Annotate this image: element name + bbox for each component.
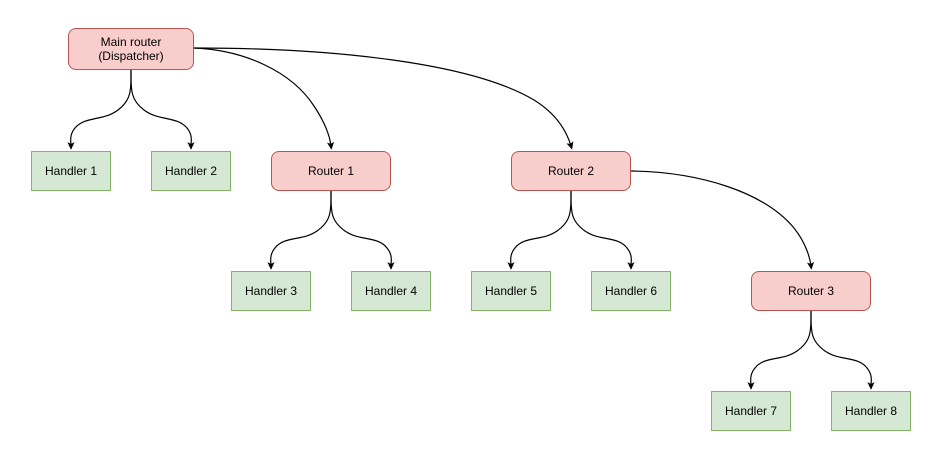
- edge-path-group: [67, 47, 875, 390]
- node-label-handler4: Handler 4: [364, 284, 418, 298]
- node-router1[interactable]: Router 1: [271, 151, 391, 191]
- node-label-main: Main router (Dispatcher): [98, 35, 164, 63]
- node-handler8[interactable]: Handler 8: [831, 391, 911, 431]
- edge-main-to-router1: [193, 47, 335, 150]
- node-handler1[interactable]: Handler 1: [31, 151, 111, 191]
- node-router3[interactable]: Router 3: [751, 271, 871, 311]
- node-handler3[interactable]: Handler 3: [231, 271, 311, 311]
- node-handler4[interactable]: Handler 4: [351, 271, 431, 311]
- node-router2[interactable]: Router 2: [511, 151, 631, 191]
- edge-router2-to-router3: [630, 170, 815, 270]
- edge-router1-to-handler3: [267, 190, 332, 270]
- edge-main-to-handler2: [130, 69, 195, 150]
- node-label-router3: Router 3: [787, 284, 835, 298]
- edge-router3-to-handler8: [810, 310, 875, 390]
- node-handler7[interactable]: Handler 7: [711, 391, 791, 431]
- node-label-handler5: Handler 5: [484, 284, 538, 298]
- node-label-handler6: Handler 6: [604, 284, 658, 298]
- node-label-handler2: Handler 2: [164, 164, 218, 178]
- edge-router2-to-handler5: [507, 190, 572, 270]
- node-handler5[interactable]: Handler 5: [471, 271, 551, 311]
- node-handler6[interactable]: Handler 6: [591, 271, 671, 311]
- edge-main-to-router2: [193, 47, 574, 150]
- node-label-router1: Router 1: [307, 164, 355, 178]
- edge-router1-to-handler4: [330, 190, 395, 270]
- node-label-handler8: Handler 8: [844, 404, 898, 418]
- node-handler2[interactable]: Handler 2: [151, 151, 231, 191]
- edge-router2-to-handler6: [570, 190, 635, 270]
- node-label-handler1: Handler 1: [44, 164, 98, 178]
- edge-router3-to-handler7: [747, 310, 812, 390]
- node-label-router2: Router 2: [547, 164, 595, 178]
- edge-main-to-handler1: [67, 69, 132, 150]
- node-label-handler3: Handler 3: [244, 284, 298, 298]
- node-label-handler7: Handler 7: [724, 404, 778, 418]
- node-main[interactable]: Main router (Dispatcher): [68, 28, 194, 70]
